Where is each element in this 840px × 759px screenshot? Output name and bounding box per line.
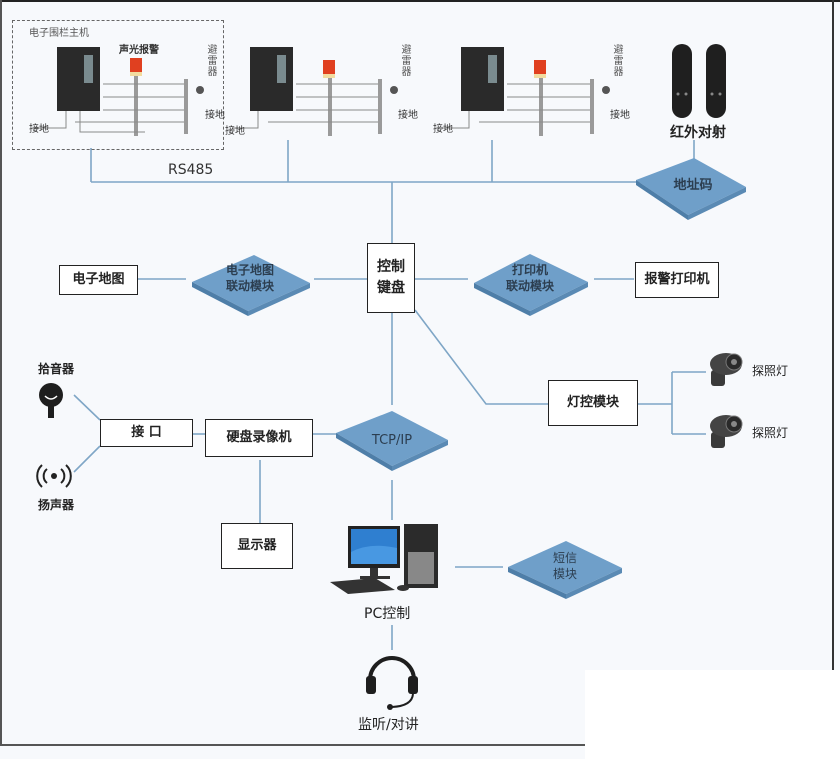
arrester-label-2: 避雷器 (399, 44, 410, 77)
frame-top-border (0, 0, 840, 2)
pickup-link-line (73, 394, 101, 421)
tcpip-slab (336, 411, 448, 471)
emap-module-label: 电子地图 联动模块 (215, 262, 285, 294)
address-code-label: 地址码 (673, 178, 713, 193)
frame-bottom-border (0, 744, 585, 746)
host-group-boundary (12, 20, 224, 150)
alarm-printer-label: 报警打印机 (644, 272, 710, 288)
infrared-label: 红外对射 (670, 125, 726, 141)
ground-label-3b: 接地 (610, 110, 630, 121)
printer-module-line1: 打印机 (511, 263, 548, 277)
dvr-box: 硬盘录像机 (205, 419, 313, 457)
host-group-title: 电子围栏主机 (29, 28, 89, 39)
frame-left-border (0, 0, 2, 745)
pc-label: PC控制 (364, 606, 411, 622)
printer-module-line2: 联动模块 (505, 279, 554, 294)
searchlight-icon-1 (710, 353, 743, 386)
ground-label-2b: 接地 (398, 110, 418, 121)
sms-line1: 短信 (552, 551, 577, 565)
arrester-label-1: 避雷器 (205, 44, 216, 77)
rs485-label: RS485 (168, 162, 214, 178)
dvr-label: 硬盘录像机 (226, 430, 292, 446)
arrester-label-3: 避雷器 (611, 44, 622, 77)
speaker-label: 扬声器 (38, 498, 75, 512)
emap-module-slab (192, 255, 310, 316)
host-unit-3 (442, 47, 610, 136)
microphone-icon (39, 383, 63, 418)
keyboard-box: 控制 键盘 (367, 243, 415, 313)
searchlight-icon-2 (710, 415, 743, 448)
host-unit-1 (35, 47, 204, 136)
alarm-label: 声光报警 (119, 45, 159, 56)
printer-module-label: 打印机 联动模块 (495, 262, 565, 294)
sms-label: 短信 模块 (540, 550, 590, 582)
interface-box: 接 口 (100, 419, 193, 447)
emap-module-line1: 电子地图 (225, 263, 274, 277)
ground-label-2a: 接地 (225, 126, 245, 137)
light-module-label: 灯控模块 (566, 395, 619, 411)
sms-slab (508, 541, 622, 599)
pickup-label: 拾音器 (38, 362, 75, 376)
emap-module-line2: 联动模块 (225, 279, 274, 294)
speaker-link-line (73, 445, 101, 473)
host-units (35, 47, 610, 136)
printer-module-slab (474, 254, 588, 316)
tcpip-label: TCP/IP (371, 433, 413, 448)
headset-label: 监听/对讲 (358, 717, 419, 733)
blank-corner (585, 670, 840, 759)
ground-label-1a: 接地 (29, 124, 49, 135)
host-unit-2 (232, 47, 398, 136)
alarm-printer-box: 报警打印机 (635, 262, 719, 298)
address-code-slab (636, 158, 746, 220)
monitor-box: 显示器 (221, 523, 293, 569)
searchlight-label-1: 探照灯 (752, 364, 789, 378)
interface-label: 接 口 (131, 425, 162, 441)
sms-line2: 模块 (552, 567, 577, 582)
keyboard-line2: 键盘 (377, 280, 405, 296)
pc-icon (330, 524, 438, 594)
headset-icon (366, 656, 418, 710)
ground-label-1b: 接地 (205, 110, 225, 121)
frame-right-border (832, 0, 834, 670)
emap-box: 电子地图 (59, 265, 138, 295)
emap-label: 电子地图 (72, 272, 125, 288)
light-module-box: 灯控模块 (548, 380, 638, 426)
speaker-icon (36, 464, 72, 488)
keyboard-to-light-module-line (414, 309, 548, 405)
searchlight-label-2: 探照灯 (752, 426, 789, 440)
keyboard-line1: 控制 (377, 259, 405, 275)
infrared-icon (672, 44, 726, 118)
ground-label-3a: 接地 (433, 124, 453, 135)
monitor-label: 显示器 (237, 538, 277, 554)
